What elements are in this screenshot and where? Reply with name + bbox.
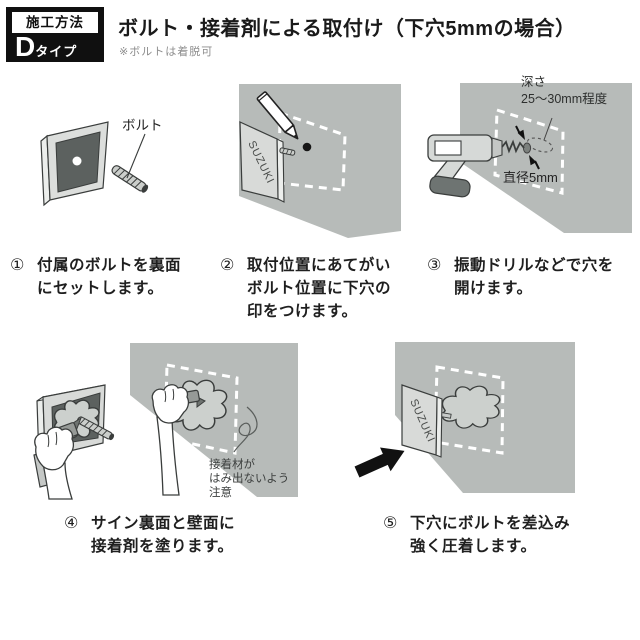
hand-icon: [151, 384, 206, 496]
method-badge: 施工方法 D タイプ: [6, 7, 104, 62]
depth-dashed-ellipse: [526, 137, 554, 153]
caption-line: 接着剤を塗ります。: [91, 538, 234, 555]
depth-label-line1: 深さ: [521, 75, 546, 89]
diameter-label: 直径5mm: [503, 170, 558, 185]
glue-caution-line1: 接着材が: [209, 457, 255, 471]
step3-illustration: 深さ 25～30mm程度 直径5mm: [427, 75, 632, 233]
press-arrow-icon: [354, 447, 405, 478]
caption-line: 振動ドリルなどで穴を: [454, 257, 614, 274]
bolt-leader-line: [126, 133, 146, 179]
page-note: ※ボルトは着脱可: [119, 46, 214, 58]
step-number: ②: [220, 257, 235, 274]
step2-illustration: SUZUKI: [239, 84, 401, 238]
bolt-label: ボルト: [122, 118, 163, 133]
caption-line: 下穴にボルトを差込み: [410, 515, 571, 532]
step5-caption: ⑤ 下穴にボルトを差込み 強く圧着します。: [383, 512, 613, 558]
sign-panel: SUZUKI: [401, 384, 443, 458]
step4-caption: ④ サイン裏面と壁面に 接着剤を塗ります。: [64, 512, 294, 558]
sign-panel: [40, 121, 109, 207]
drill-icon: [427, 134, 525, 198]
glue-caution-line3: 注意: [209, 485, 232, 499]
hole-mark-dot: [302, 142, 312, 152]
sign-panel: SUZUKI: [239, 121, 285, 203]
arrow-icons: [515, 125, 540, 170]
caution-leader-line: [233, 406, 258, 453]
bolt-icon-small: [279, 147, 296, 156]
step1-illustration: ボルト: [40, 118, 163, 207]
wall: [460, 83, 632, 233]
badge-type-suffix: タイプ: [35, 44, 78, 59]
depth-label-line2: 25～30mm程度: [521, 91, 608, 106]
caption-line: ボルト位置に下穴の: [247, 280, 392, 297]
step4-illustration: 接着材が はみ出ないよう 注意: [33, 343, 298, 500]
step5-illustration: SUZUKI: [354, 342, 575, 493]
dashed-outline: [433, 365, 505, 455]
caption-line: 付属のボルトを裏面: [37, 257, 182, 274]
step1-caption: ① 付属のボルトを裏面 にセットします。: [10, 254, 218, 300]
step-number: ④: [64, 515, 79, 532]
bolt-icon: [111, 165, 149, 193]
caption-line: 印をつけます。: [247, 303, 358, 320]
caption-line: にセットします。: [37, 280, 164, 297]
step-number: ③: [427, 257, 442, 274]
caption-line: 強く圧着します。: [410, 538, 537, 555]
caption-line: 取付位置にあてがい: [247, 257, 391, 274]
page-title: ボルト・接着剤による取付け（下穴5mmの場合）: [118, 18, 576, 40]
hand-icon: [33, 426, 75, 500]
pencil-icon: [256, 91, 299, 140]
caption-line: サイン裏面と壁面に: [91, 515, 236, 532]
step2-caption: ② 取付位置にあてがい ボルト位置に下穴の 印をつけます。: [220, 254, 425, 323]
caption-line: 開けます。: [454, 280, 533, 297]
depth-leader-line: [543, 117, 553, 141]
step3-caption: ③ 振動ドリルなどで穴を 開けます。: [427, 254, 639, 300]
drilled-hole: [522, 142, 532, 154]
step-number: ⑤: [383, 515, 398, 532]
badge-label: 施工方法: [12, 12, 98, 33]
glue-caution-line2: はみ出ないよう: [209, 471, 289, 485]
bolt-icon: [76, 416, 115, 441]
step-number: ①: [10, 257, 25, 274]
badge-type-letter: D: [15, 31, 36, 62]
dashed-outline: [493, 107, 565, 195]
